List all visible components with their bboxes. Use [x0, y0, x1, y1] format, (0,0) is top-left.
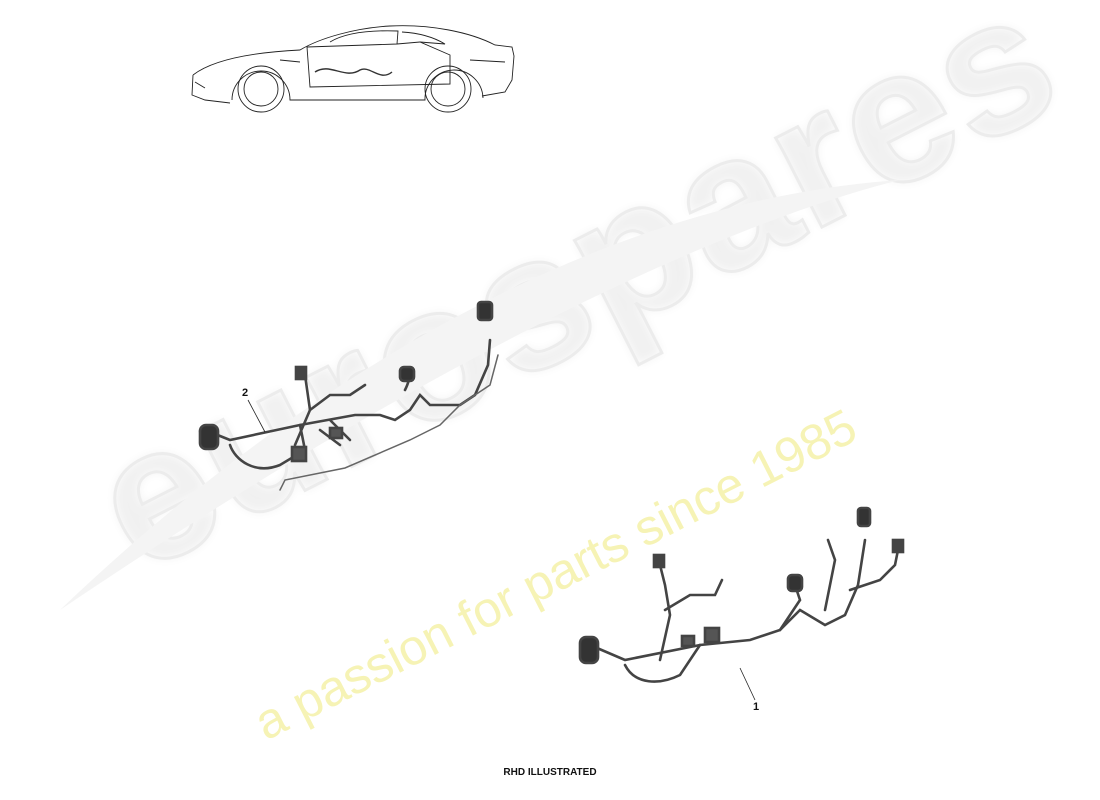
wiring-harness-upper [198, 300, 499, 491]
callout-2-leader [247, 399, 266, 433]
diagram-caption: RHD ILLUSTRATED [503, 767, 597, 778]
callout-1-label: 1 [753, 701, 760, 713]
callout-1-leader [739, 667, 756, 701]
wiring-harness-lower [578, 506, 905, 683]
watermark-swoosh [60, 180, 900, 610]
vehicle-location-illustration [191, 25, 515, 113]
callout-2-label: 2 [242, 387, 249, 399]
